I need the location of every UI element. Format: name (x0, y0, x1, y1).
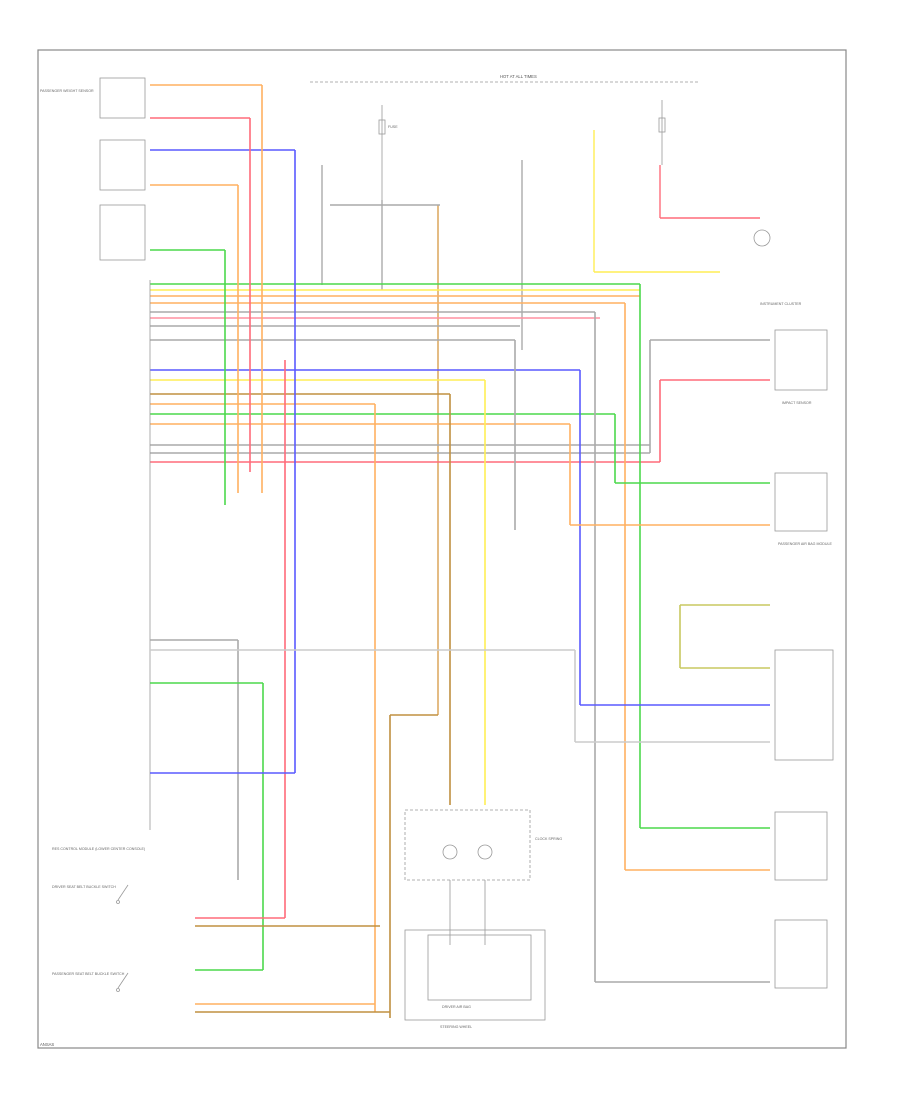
svg-text:FUSE: FUSE (388, 125, 398, 129)
passenger-airbag-box (774, 472, 828, 532)
seat-belt-switch-left (116, 884, 129, 904)
clockspring-coil-left (442, 844, 458, 860)
fuse-right (658, 100, 666, 165)
instrument-cluster-label: INSTRUMENT CLUSTER (760, 302, 802, 306)
driver-seat-sensor-box (99, 139, 146, 191)
driver-airbag-label: DRIVER AIR BAG (442, 1005, 471, 1009)
power-bus-label: HOT AT ALL TIMES (500, 74, 537, 79)
feed-wires (321, 130, 760, 715)
steering-wheel-label: STEERING WHEEL (440, 1025, 472, 1029)
passenger-weight-label: PASSENGER WEIGHT SENSOR (40, 89, 94, 93)
fuse-left: FUSE (378, 105, 398, 200)
footer-code: ANSAS (40, 1042, 54, 1047)
seat-belt-switch-right (116, 972, 129, 992)
impact-sensor-label: IMPACT SENSOR (782, 401, 812, 405)
sensor-ring (753, 229, 771, 247)
clockspring-coil-right (477, 844, 493, 860)
lower-wiring (150, 604, 770, 1013)
restraint-module-label: RES CONTROL MODULE (LOWER CENTER CONSOLE… (52, 847, 145, 851)
seat-belt-right-label: PASSENGER SEAT BELT BUCKLE SWITCH (52, 972, 125, 976)
steering-wheel-box (404, 929, 546, 1021)
diagram-frame (37, 49, 847, 1049)
weight-sensor-box (99, 204, 146, 261)
vertical-runs (150, 84, 770, 1018)
clockspring-label: CLOCK SPRING (535, 837, 562, 841)
passenger-airbag-label: PASSENGER AIR BAG MODULE (778, 542, 832, 546)
passenger-seat-sensor-box (99, 77, 146, 119)
passenger-buckle-box (774, 919, 828, 989)
right-module-box (774, 649, 834, 761)
driver-buckle-box (774, 811, 828, 881)
seat-belt-left-label: DRIVER SEAT BELT BUCKLE SWITCH (52, 885, 116, 889)
clockspring-box (404, 809, 531, 881)
impact-sensor-box (774, 329, 828, 391)
driver-airbag-box (427, 934, 532, 1001)
harness-runs (150, 283, 660, 463)
